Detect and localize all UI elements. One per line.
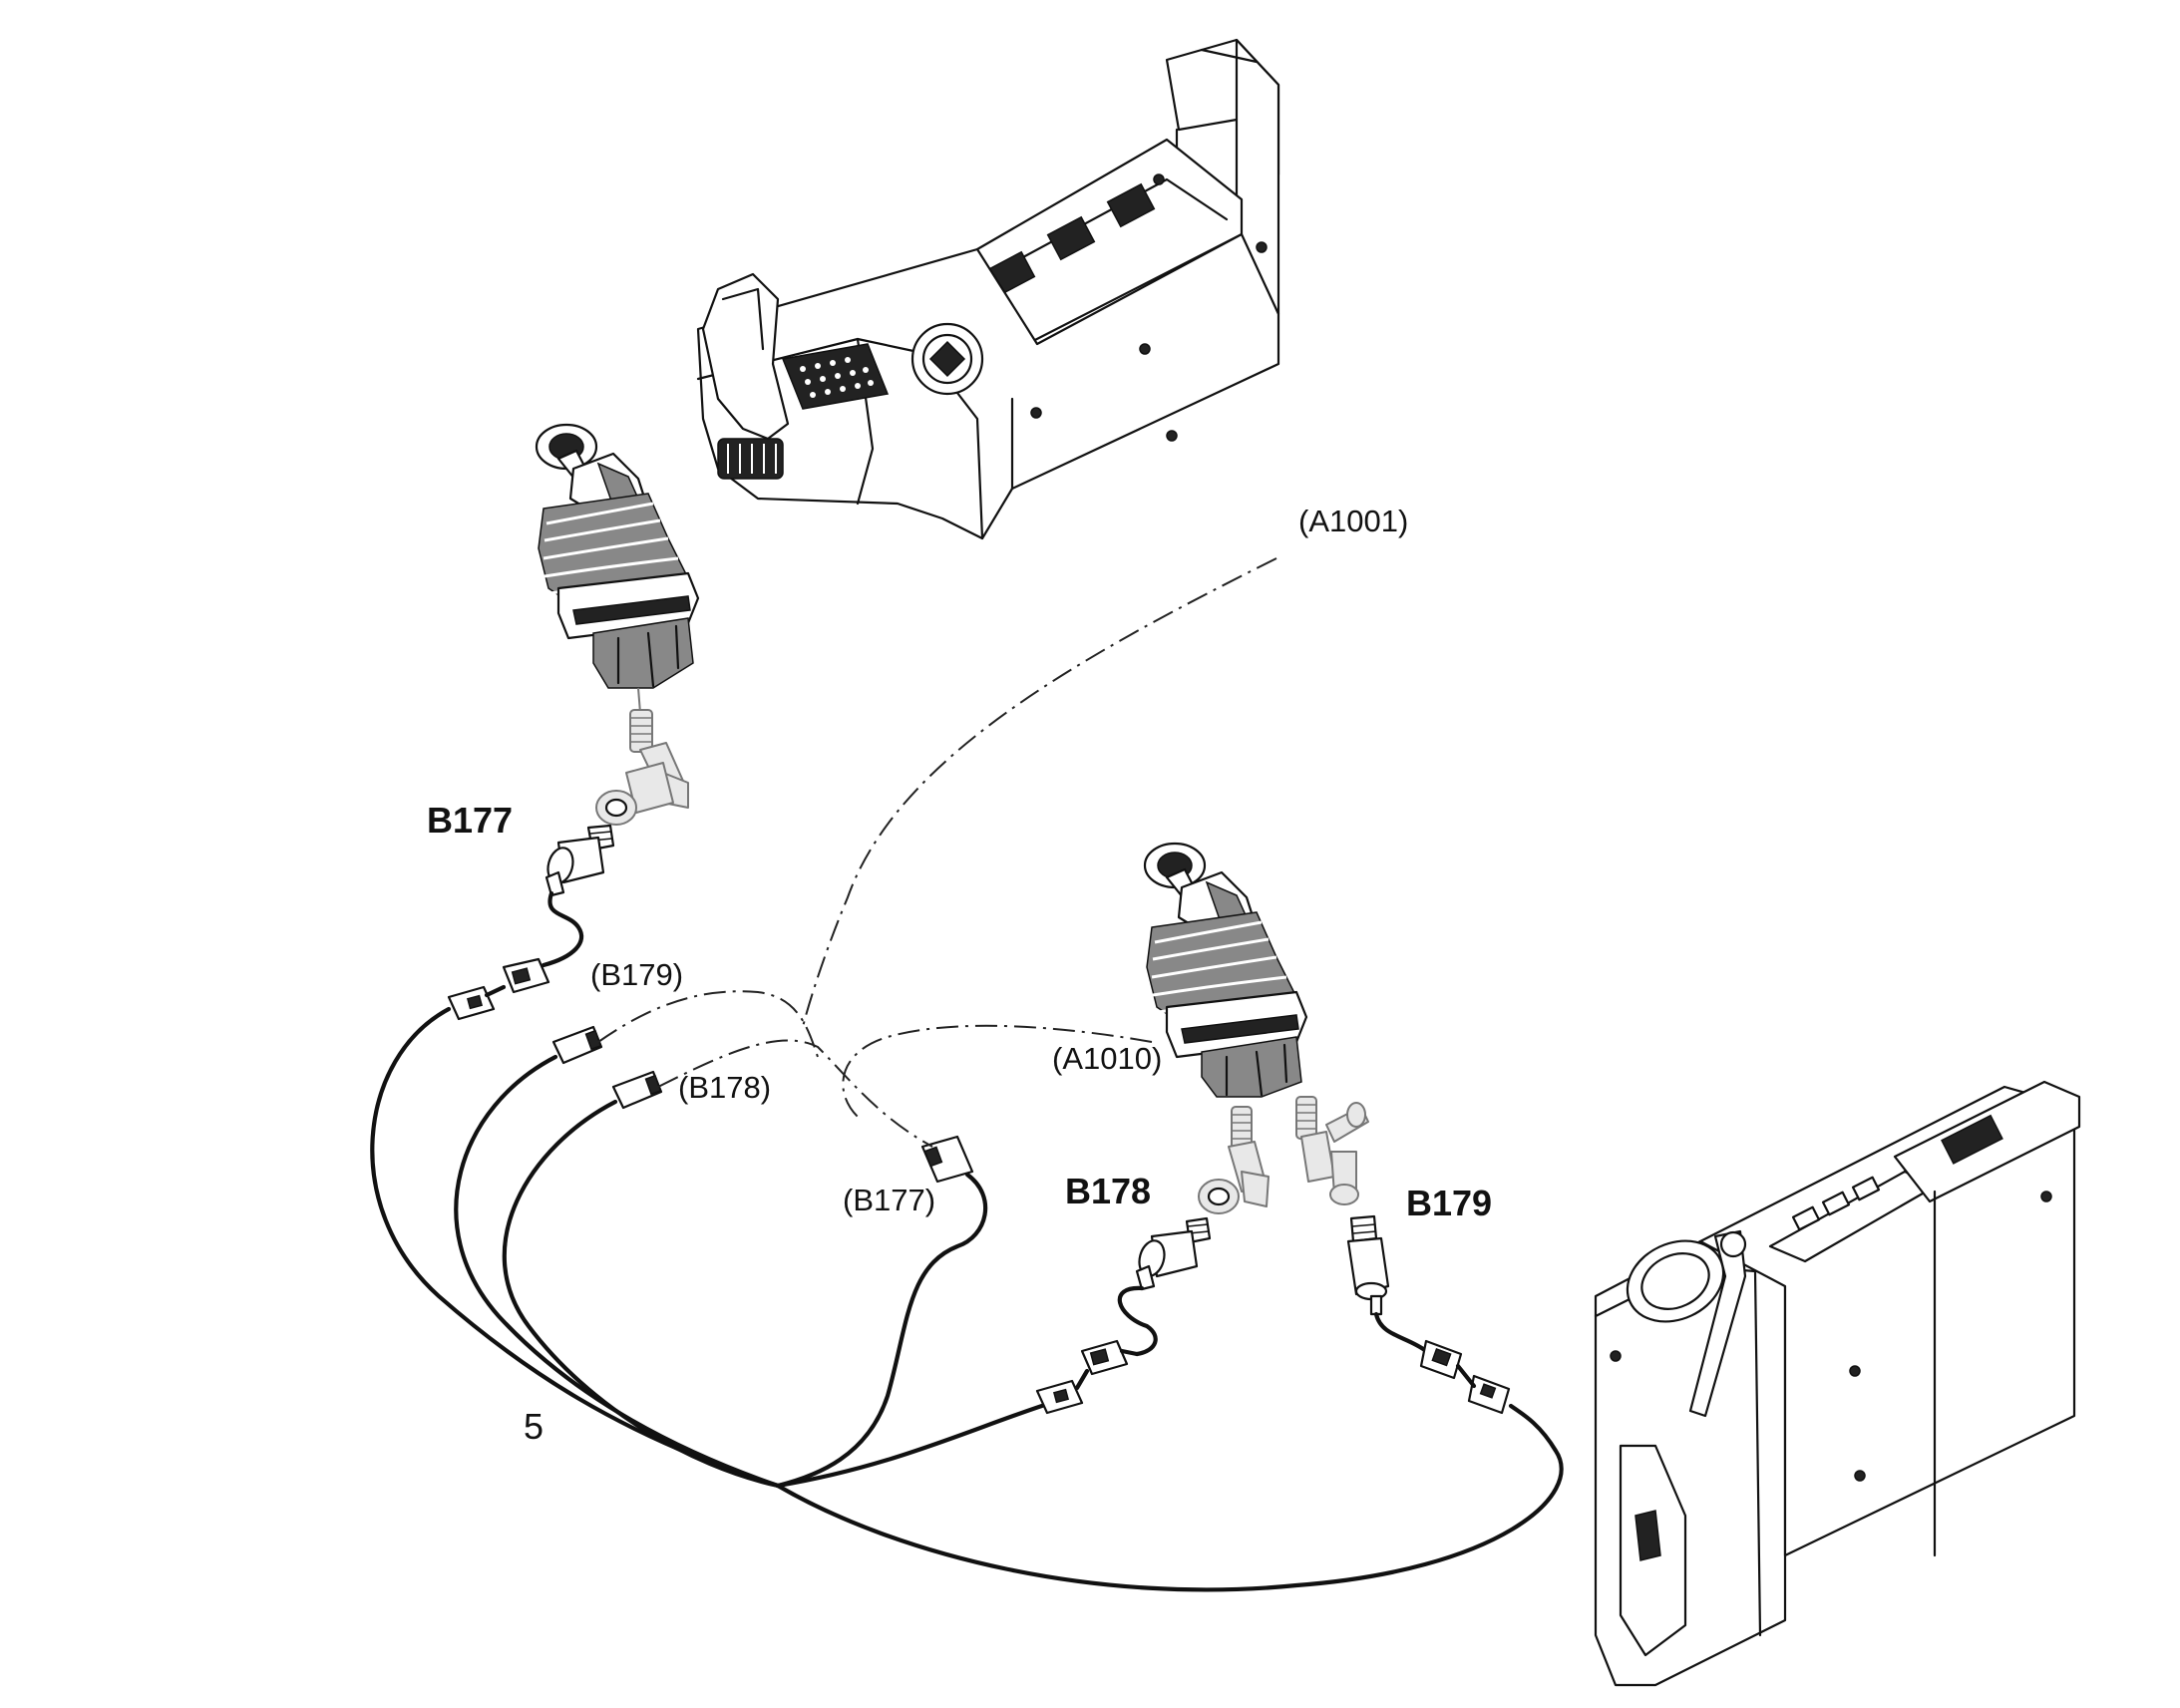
cable-harness-5 — [370, 890, 1564, 1592]
left-joystick — [535, 423, 700, 689]
label-item-5: 5 — [524, 1406, 544, 1447]
connector-B178-plug — [611, 1070, 663, 1110]
connector-B178-pair — [1035, 1339, 1140, 1415]
label-B178: B178 — [1065, 1171, 1151, 1211]
label-ref-B177: (B177) — [843, 1183, 935, 1217]
connector-B179-pair — [1419, 1339, 1511, 1415]
labels: B177 B178 B179 (A1001) (A1010) (B179) (B… — [427, 504, 1492, 1447]
sensor-B179 — [1346, 1214, 1390, 1316]
left-control-console — [696, 38, 1280, 540]
right-joystick — [1143, 842, 1308, 1098]
connector-B179-plug — [551, 1025, 603, 1065]
right-hydraulic-fittings — [1198, 1096, 1369, 1214]
label-ref-B179: (B179) — [590, 957, 683, 992]
right-control-console — [1594, 1080, 2081, 1687]
sensor-B177 — [545, 824, 615, 897]
label-ref-A1001: (A1001) — [1298, 504, 1408, 538]
label-B179: B179 — [1406, 1183, 1492, 1223]
label-ref-A1010: (A1010) — [1052, 1041, 1162, 1076]
connector-B177-pair — [447, 957, 550, 1021]
left-hydraulic-fittings — [595, 687, 689, 826]
connector-B177-plug — [920, 1135, 974, 1184]
reference-lines — [597, 557, 1277, 1148]
sensor-B178 — [1135, 1216, 1212, 1291]
label-B177: B177 — [427, 800, 513, 841]
label-ref-B178: (B178) — [678, 1070, 771, 1105]
